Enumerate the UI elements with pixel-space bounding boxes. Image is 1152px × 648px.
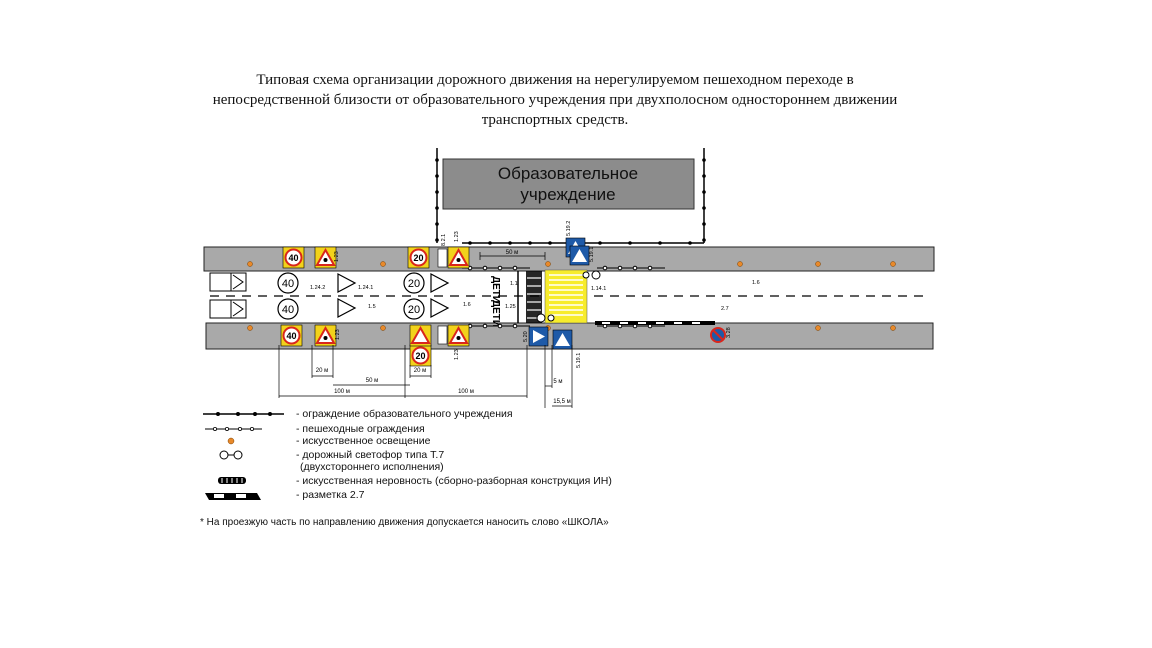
svg-text:40: 40 — [286, 331, 296, 341]
label-2-7: 2.7 — [721, 306, 729, 312]
label-1-5: 1.5 — [368, 304, 376, 310]
marking-2-7 — [595, 321, 715, 325]
school-label-1: Образовательное — [498, 164, 638, 183]
road-word-bottom: ДЕТИ — [490, 300, 501, 327]
title-line-3: транспортных средств. — [481, 112, 629, 128]
legend-speed-bump: - искусственная неровность (сборно-разбо… — [296, 475, 612, 487]
label-1-23-top: 1.23 — [334, 251, 340, 262]
sign-children-bottom-2 — [447, 324, 470, 347]
plate-8-2-1-bottom — [437, 325, 448, 345]
dim-15-5: 15,5 м — [553, 399, 570, 405]
road-word-top: ДЕТИ — [490, 276, 501, 303]
vehicles — [209, 272, 247, 319]
sign-speed-20-top: 20 — [407, 246, 430, 269]
dim-20-right: 20 м — [414, 368, 426, 374]
label-1-14-1: 1.14.1 — [591, 286, 606, 292]
label-1-25: 1.25 — [505, 304, 516, 310]
diagram-title: Типовая схема организации дорожного движ… — [150, 70, 960, 130]
svg-text:40: 40 — [288, 253, 298, 263]
sign-speed-40-bottom: 40 — [280, 324, 303, 347]
dim-100-right: 100 м — [458, 389, 474, 395]
sign-no-parking-3-28 — [710, 327, 726, 343]
legend-traffic-light: - дорожный светофор типа Т.7 — [296, 449, 445, 461]
svg-text:20: 20 — [415, 351, 425, 361]
legend-lighting: - искусственное освещение — [296, 435, 431, 447]
dim-5: 5 м — [553, 379, 562, 385]
label-5-20: 5.20 — [523, 331, 529, 342]
pedestrian-fences — [462, 265, 665, 329]
label-5-19-1: 5.19.1 — [589, 247, 595, 262]
footnote: * На проезжую часть по направлению движе… — [200, 517, 609, 528]
dimension-lines — [278, 345, 573, 408]
label-1-6: 1.6 — [463, 302, 471, 308]
crosswalk — [544, 269, 588, 324]
dim-50-mid: 50 м — [366, 378, 378, 384]
svg-text:20: 20 — [408, 304, 420, 316]
legend-icons — [203, 412, 284, 500]
road-marking-40: 40 40 — [277, 272, 299, 320]
svg-text:20: 20 — [408, 278, 420, 290]
zebra-stripes — [549, 274, 583, 316]
road-marking-warning-triangles — [430, 273, 450, 318]
road-marking-children-triangles — [337, 273, 357, 318]
plate-8-2-1-top — [437, 248, 448, 268]
label-3-28: 3.28 — [726, 327, 732, 338]
svg-text:40: 40 — [282, 278, 294, 290]
legend-school-fence: - ограждение образовательного учреждения — [296, 408, 513, 420]
label-1-23-top-2: 1.23 — [454, 231, 460, 242]
sign-crossing-5-19-top — [565, 237, 590, 266]
dim-50-top-label: 50 м — [506, 250, 518, 256]
sign-children-top-1 — [314, 246, 337, 269]
dim-100-left: 100 м — [334, 389, 350, 395]
svg-text:40: 40 — [282, 304, 294, 316]
label-5-19-1-bottom: 5.19.1 — [576, 353, 582, 368]
sign-children-bottom-1 — [314, 324, 337, 347]
label-1-23-bottom-2: 1.23 — [454, 349, 460, 360]
school-label-2: учреждение — [520, 185, 615, 204]
dim-20-left: 20 м — [316, 368, 328, 374]
traffic-light-t7 — [536, 270, 601, 323]
sign-children-top-2 — [447, 246, 470, 269]
label-1-6-right: 1.6 — [752, 280, 760, 286]
legend-marking: - разметка 2.7 — [296, 489, 365, 501]
label-1-1: 1.1 — [510, 281, 518, 287]
legend-pedestrian-fence: - пешеходные ограждения — [296, 423, 425, 435]
label-5-19-2: 5.19.2 — [566, 221, 572, 236]
label-1-23-bottom: 1.23 — [335, 329, 341, 340]
svg-text:20: 20 — [413, 253, 423, 263]
sign-speed-20-bottom: 20 — [409, 344, 432, 367]
sign-crossing-warning-bottom — [409, 324, 432, 347]
label-1-24-1: 1.24.1 — [358, 285, 373, 291]
legend-traffic-light-note: (двухстороннего исполнения) — [300, 461, 444, 473]
street-lights — [247, 261, 896, 331]
label-8-2-1: 8.2.1 — [441, 234, 447, 246]
title-line-1: Типовая схема организации дорожного движ… — [256, 72, 854, 88]
sign-crossing-5-19-bottom — [528, 326, 573, 350]
road-marking-20: 20 20 — [403, 272, 425, 320]
label-1-24-2: 1.24.2 — [310, 285, 325, 291]
school-fence-posts — [435, 158, 706, 242]
dim-50-top — [479, 252, 546, 260]
title-line-2: непосредственной близости от образовател… — [212, 92, 898, 108]
sign-speed-40-top: 40 — [282, 246, 305, 269]
school-building — [442, 158, 695, 210]
